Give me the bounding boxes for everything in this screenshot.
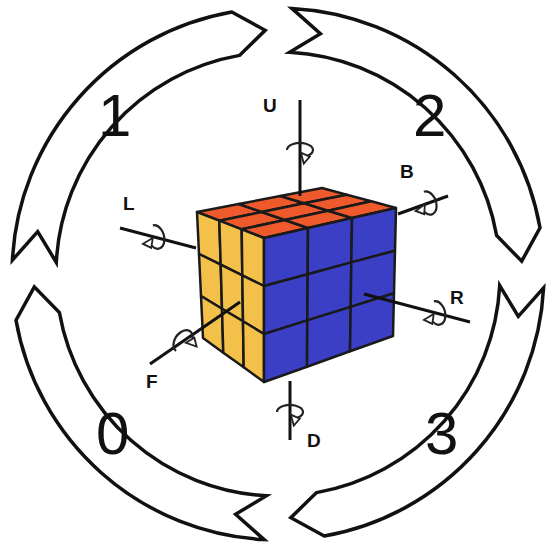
face-letter: U (263, 96, 277, 115)
cube-left-face (243, 321, 264, 382)
cube-left-face (222, 309, 244, 368)
face-letter: D (307, 431, 321, 450)
ring-arrow (291, 286, 544, 536)
cycle-number: 2 (413, 86, 446, 146)
face-letter: R (450, 288, 464, 307)
rotation-icon (277, 405, 303, 426)
rotation-icon (170, 327, 202, 360)
ring-arrow (16, 287, 266, 540)
axis-line (150, 302, 240, 364)
cube-left-face (201, 296, 223, 353)
face-letter: L (123, 194, 135, 213)
cube-right-face (264, 320, 307, 382)
face-letter: B (400, 162, 414, 181)
rotation-icon (139, 223, 167, 252)
axis-line (289, 381, 292, 440)
cycle-number: 0 (96, 404, 129, 464)
rotation-icon (410, 189, 439, 219)
cube-right-face (307, 307, 351, 367)
face-letter: F (146, 372, 158, 391)
cube-right-face (350, 293, 394, 351)
rotation-icon (287, 143, 313, 164)
axis-line (299, 100, 302, 196)
axis-line (120, 228, 196, 248)
rotation-icon (420, 299, 448, 328)
cycle-number: 3 (425, 404, 458, 464)
cycle-number: 1 (98, 86, 131, 146)
